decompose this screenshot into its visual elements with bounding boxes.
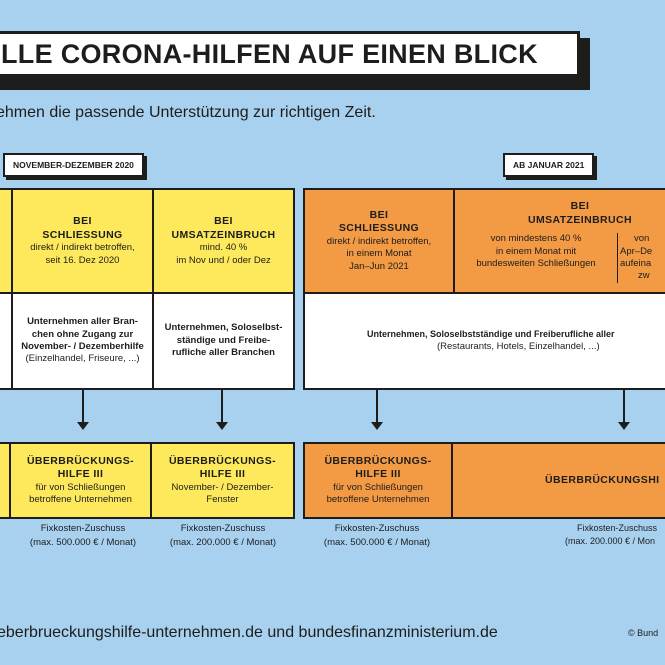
text: (max. 200.000 € / Monat) <box>169 536 277 548</box>
result-note: Fixkosten-Zuschuss (max. 200.000 € / Mona… <box>148 522 298 550</box>
label: HILFE III <box>355 468 401 481</box>
text: bundesweiten Schließungen <box>476 257 596 269</box>
text: Fixkosten-Zuschuss <box>180 523 266 534</box>
period-label-nov-dec-2020: NOVEMBER-DEZEMBER 2020 <box>3 153 144 177</box>
text: Unternehmen aller Bran- <box>27 316 138 328</box>
label: UMSATZEINBRUCH <box>171 228 276 241</box>
text: seit 16. Dez 2020 <box>45 254 120 266</box>
label: HILFE III <box>57 468 104 481</box>
text: betroffene Unternehmen <box>326 494 430 506</box>
text: betroffene Unternehmen <box>29 494 132 506</box>
text: (Einzelhandel, Friseure, ...) <box>25 353 140 365</box>
result-note: Fixkosten-Zuschuss (max. 200.000 € / Mon <box>565 522 663 548</box>
text: in einem Monat mit <box>495 245 577 257</box>
label: ÜBERBRÜCKUNGS- <box>168 454 277 467</box>
left-umsatzeinbruch-eligibility: Unternehmen, Soloselbst- ständige und Fr… <box>152 292 295 390</box>
text: Unternehmen, Soloselbstständige und Frei… <box>367 328 615 339</box>
arrow-down-icon <box>618 390 630 430</box>
text: Apr–De <box>620 245 653 257</box>
text: mind. 40 % <box>199 242 248 254</box>
text: ständige und Freibe- <box>176 334 271 346</box>
text: für von Schließungen <box>333 481 423 493</box>
text: November- / Dezemberhilfe <box>21 341 144 352</box>
text: Jan–Jun 2021 <box>349 260 409 272</box>
criterion-b: von Apr–De aufeina zw <box>617 233 653 283</box>
label: ÜBERBRÜCKUNGS- <box>26 454 135 467</box>
right-schliessung-header: BEI SCHLIESSUNG direkt / indirekt betrof… <box>303 188 455 294</box>
result-box: ÜBERBRÜCKUNGS- HILFE III November- / Dez… <box>150 442 295 519</box>
text: rufliche aller Branchen <box>172 347 275 359</box>
left-schliessung-eligibility: Unternehmen aller Bran- chen ohne Zugang… <box>11 292 154 390</box>
text: Fenster <box>206 494 239 506</box>
right-eligibility: Unternehmen, Soloselbstständige und Frei… <box>303 292 665 390</box>
text: Fixkosten-Zuschuss <box>40 523 126 534</box>
label: BEI <box>73 215 92 228</box>
copyright: © Bund <box>628 628 659 638</box>
text: von <box>634 233 650 245</box>
arrow-down-icon <box>216 390 228 430</box>
result-box: ÜBERBRÜCKUNGS- HILFE III für von Schließ… <box>303 442 453 519</box>
period-label-ab-januar-2021: AB JANUAR 2021 <box>503 153 595 177</box>
text: von mindestens 40 % <box>490 233 582 245</box>
left-umsatzeinbruch-header: BEI UMSATZEINBRUCH mind. 40 % im Nov und… <box>152 188 295 294</box>
arrow-down-icon <box>371 390 383 430</box>
label: BEI <box>369 208 389 221</box>
text: Fixkosten-Zuschuss <box>334 523 420 534</box>
text: für von Schließungen <box>35 481 126 493</box>
text: direkt / indirekt betroffen, <box>326 236 432 248</box>
text: (max. 200.000 € / Mon <box>565 536 656 547</box>
text: im Nov und / oder Dez <box>176 254 271 266</box>
label: BEI <box>214 215 233 228</box>
result-box: ÜBERBRÜCKUNGS- HILFE III für von Schließ… <box>9 442 152 519</box>
label: SCHLIESSUNG <box>338 222 420 235</box>
text: (Restaurants, Hotels, Einzelhandel, ...) <box>437 340 600 352</box>
text: Unternehmen, Soloselbst- <box>164 322 283 334</box>
arrow-down-icon <box>77 390 89 430</box>
text: (max. 500.000 € / Monat) <box>323 536 431 548</box>
label: SCHLIESSUNG <box>42 228 123 241</box>
label: ÜBERBRÜCKUNGS- <box>324 454 432 467</box>
page-title: LLE CORONA-HILFEN AUF EINEN BLICK <box>0 31 580 77</box>
criterion-a: von mindestens 40 % in einem Monat mit b… <box>455 233 617 282</box>
label: UMSATZEINBRUCH <box>528 213 632 226</box>
label: ÜBERBRÜCKUNGSHI <box>545 473 660 486</box>
text: (max. 500.000 € / Monat) <box>29 536 137 548</box>
footer-links: eberbrueckungshilfe-unternehmen.de und b… <box>0 624 498 641</box>
text: direkt / indirekt betroffen, <box>30 242 135 254</box>
subtitle: ehmen die passende Unterstützung zur ric… <box>0 104 376 121</box>
text: in einem Monat <box>346 248 412 260</box>
label: BEI <box>570 200 590 212</box>
right-umsatzeinbruch-header: BEI UMSATZEINBRUCH von mindestens 40 % i… <box>453 188 665 294</box>
label: HILFE III <box>199 468 246 481</box>
result-note: Fixkosten-Zuschuss (max. 500.000 € / Mona… <box>8 522 158 550</box>
text: aufeina <box>620 257 652 269</box>
result-box: ÜBERBRÜCKUNGSHI <box>451 442 665 519</box>
text: zw <box>638 270 650 282</box>
text: Fixkosten-Zuschuss <box>577 523 658 533</box>
result-note: Fixkosten-Zuschuss (max. 500.000 € / Mona… <box>302 522 452 550</box>
left-schliessung-header: BEI SCHLIESSUNG direkt / indirekt betrof… <box>11 188 154 294</box>
text: November- / Dezember- <box>171 481 274 493</box>
text: chen ohne Zugang zur <box>31 328 134 340</box>
